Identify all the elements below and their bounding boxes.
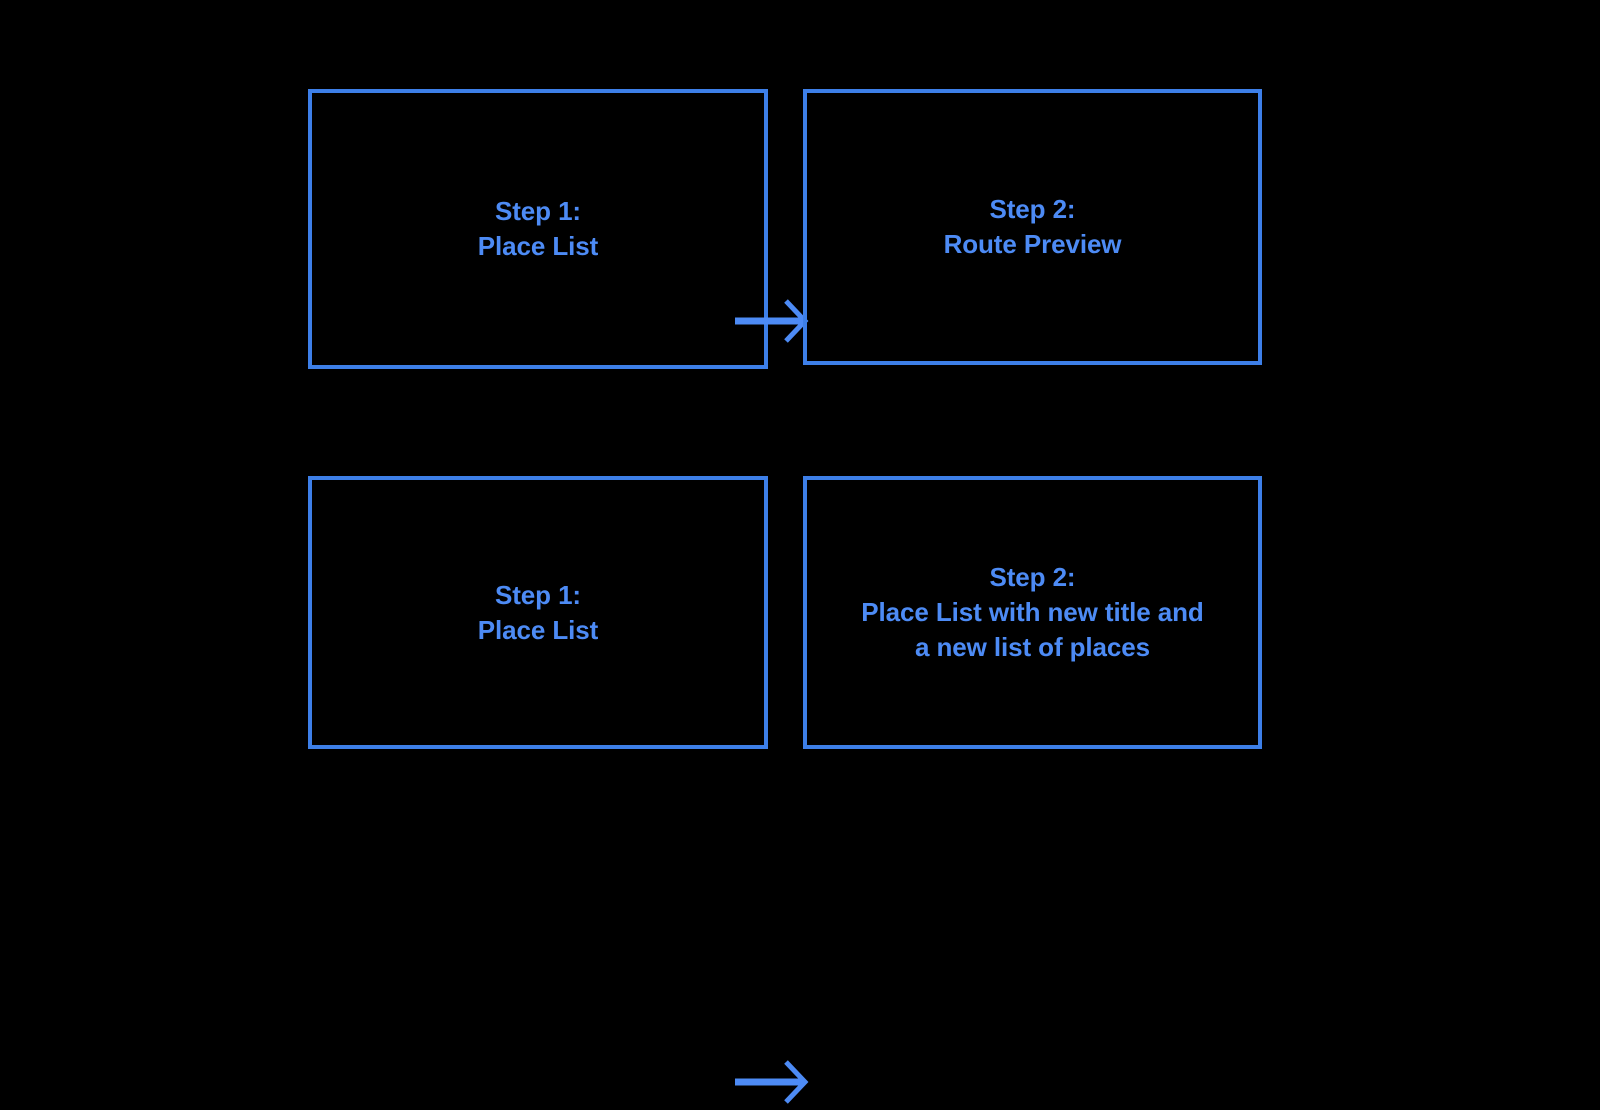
flow-row-route-preview: Step 1: Place List Step 2: Route Preview (0, 89, 1600, 369)
flow-row-new-place-list: Step 1: Place List Step 2: Place List wi… (0, 476, 1600, 1104)
step-box-row2-step2[interactable]: Step 2: Place List with new title and a … (803, 476, 1262, 749)
step-box-row1-step1[interactable]: Step 1: Place List (308, 89, 768, 369)
step-box-label: Step 1: Place List (477, 579, 599, 645)
step-box-label: Step 1: Place List (477, 196, 599, 261)
diagram-canvas: Step 1: Place List Step 2: Route Preview… (0, 89, 1600, 1104)
step-box-label: Step 2: Route Preview (943, 194, 1122, 259)
step-box-row2-step1[interactable]: Step 1: Place List (308, 476, 768, 749)
step-box-label: Step 2: Place List with new title and a … (861, 562, 1204, 662)
arrow-right-icon (728, 1054, 812, 1110)
step-box-row1-step2[interactable]: Step 2: Route Preview (803, 89, 1262, 365)
arrow-right-icon-svg (735, 1060, 809, 1104)
